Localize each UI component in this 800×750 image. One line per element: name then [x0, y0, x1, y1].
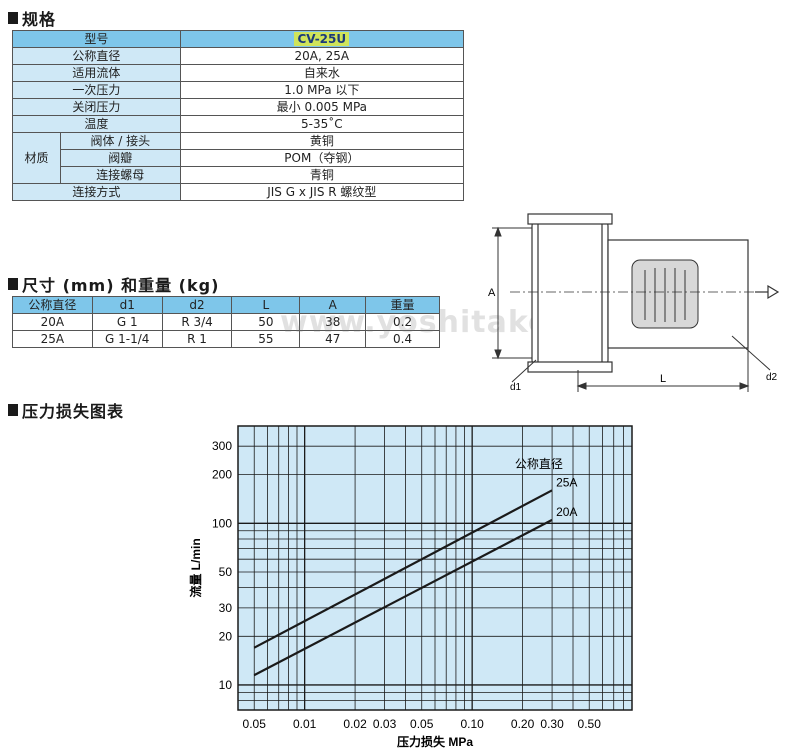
x-tick-label: 0.03 [373, 717, 397, 731]
y-tick-label: 50 [219, 565, 233, 579]
valve-internal [631, 259, 699, 329]
material-label: 阀体 / 接头 [59, 132, 181, 150]
series-label-25A: 25A [556, 475, 577, 489]
material-value: 青铜 [179, 166, 465, 184]
chart-section-title: 压力损失图表 [8, 398, 124, 422]
series-line-20A [253, 518, 553, 677]
flow-arrow-icon [755, 284, 780, 300]
chart-title-text: 压力损失图表 [22, 402, 125, 421]
x-tick-label: 0.20 [511, 717, 535, 731]
square-bullet-icon [8, 278, 18, 290]
spec-label: 公称直径 [12, 47, 181, 65]
x-axis-label: 压力损失 MPa [397, 734, 473, 749]
spec-value: 1.0 MPa 以下 [179, 81, 465, 99]
y-tick-label: 30 [219, 601, 233, 615]
material-label: 连接螺母 [59, 166, 181, 184]
dims-header-cell: d1 [91, 296, 163, 314]
x-tick-label: 0.50 [578, 717, 602, 731]
square-bullet-icon [8, 12, 18, 24]
spec-value: 最小 0.005 MPa [179, 98, 465, 116]
dims-header-cell: 重量 [365, 296, 440, 314]
spec-section-title: 规格 [8, 6, 56, 30]
spec-label: 型号 [12, 30, 181, 48]
y-tick-label: 300 [212, 439, 232, 453]
dims-cell: 0.4 [365, 330, 440, 348]
d1-label: d1 [510, 382, 522, 393]
dim-l-label: L [660, 373, 666, 385]
spec-value: CV-25U [179, 30, 465, 48]
valve-drawing: A L d1 d2 [488, 213, 780, 393]
dims-cell: 0.2 [365, 313, 440, 331]
legend-title: 公称直径 [515, 457, 563, 471]
x-tick-label: 0.30 [540, 717, 564, 731]
dims-cell: 38 [299, 313, 367, 331]
dims-header-cell: A [299, 296, 367, 314]
dimension-a [492, 226, 532, 360]
spec-material-row: 材质阀体 / 接头黄铜 [12, 132, 465, 184]
y-tick-label: 20 [219, 629, 233, 643]
x-tick-label: 0.10 [460, 717, 484, 731]
dims-cell: 25A [12, 330, 93, 348]
pressure-loss-chart: 25A 20A 0.05 0.01 0.02 0.03 0.05 0.10 0.20 0.30 0… [188, 425, 633, 749]
dims-cell: 20A [12, 313, 93, 331]
connection-label: 连接方式 [12, 183, 181, 201]
dimension-l [576, 348, 750, 392]
d2-leader [731, 335, 771, 371]
x-tick-label: 0.05 [410, 717, 434, 731]
dims-header-cell: d2 [161, 296, 233, 314]
spec-row: 关闭压力最小 0.005 MPa [12, 98, 465, 116]
x-tick-label: 0.05 [243, 717, 267, 731]
series-label-20A: 20A [556, 505, 577, 519]
material-label: 阀瓣 [59, 149, 181, 167]
d2-label: d2 [766, 372, 778, 383]
dims-cell: R 1 [161, 330, 233, 348]
x-tick-label: 0.02 [343, 717, 367, 731]
y-tick-label: 10 [219, 678, 233, 692]
spec-label: 一次压力 [12, 81, 181, 99]
dims-title-text: 尺寸 (mm) 和重量 (kg) [22, 276, 220, 295]
dims-cell: G 1 [91, 313, 163, 331]
series-line-25A [253, 489, 553, 649]
spec-material-row: 连接螺母青铜 [13, 166, 465, 184]
connection-value: JIS G x JIS R 螺纹型 [179, 183, 465, 201]
spec-value: 自来水 [179, 64, 465, 82]
dims-cell: R 3/4 [161, 313, 233, 331]
material-value: POM（夺钢） [179, 149, 465, 167]
square-bullet-icon [8, 404, 18, 416]
x-tick-label: 0.01 [293, 717, 317, 731]
material-value: 黄铜 [179, 132, 465, 150]
y-axis-label: 流量 L/min [188, 538, 203, 597]
y-tick-label: 200 [212, 468, 232, 482]
y-tick-label: 100 [212, 516, 232, 530]
spec-label: 关闭压力 [12, 98, 181, 116]
spec-value: 5-35˚C [179, 115, 465, 133]
dims-header-cell: 公称直径 [12, 296, 93, 314]
spec-row: 适用流体自来水 [12, 64, 465, 82]
dims-cell: 47 [299, 330, 367, 348]
spec-row: 型号 CV-25U [12, 30, 465, 48]
spec-value: 20A, 25A [179, 47, 465, 65]
model-value: CV-25U [294, 32, 350, 46]
spec-label: 适用流体 [12, 64, 181, 82]
material-group-label: 材质 [12, 132, 61, 184]
spec-title-text: 规格 [22, 10, 57, 29]
dims-cell: G 1-1/4 [91, 330, 163, 348]
d1-leader [511, 359, 537, 383]
dims-section-title: 尺寸 (mm) 和重量 (kg) [8, 272, 219, 296]
dims-cell: 55 [231, 330, 301, 348]
spec-label: 温度 [12, 115, 181, 133]
dim-a-label: A [488, 287, 496, 299]
dims-header-cell: L [231, 296, 301, 314]
dims-cell: 50 [231, 313, 301, 331]
